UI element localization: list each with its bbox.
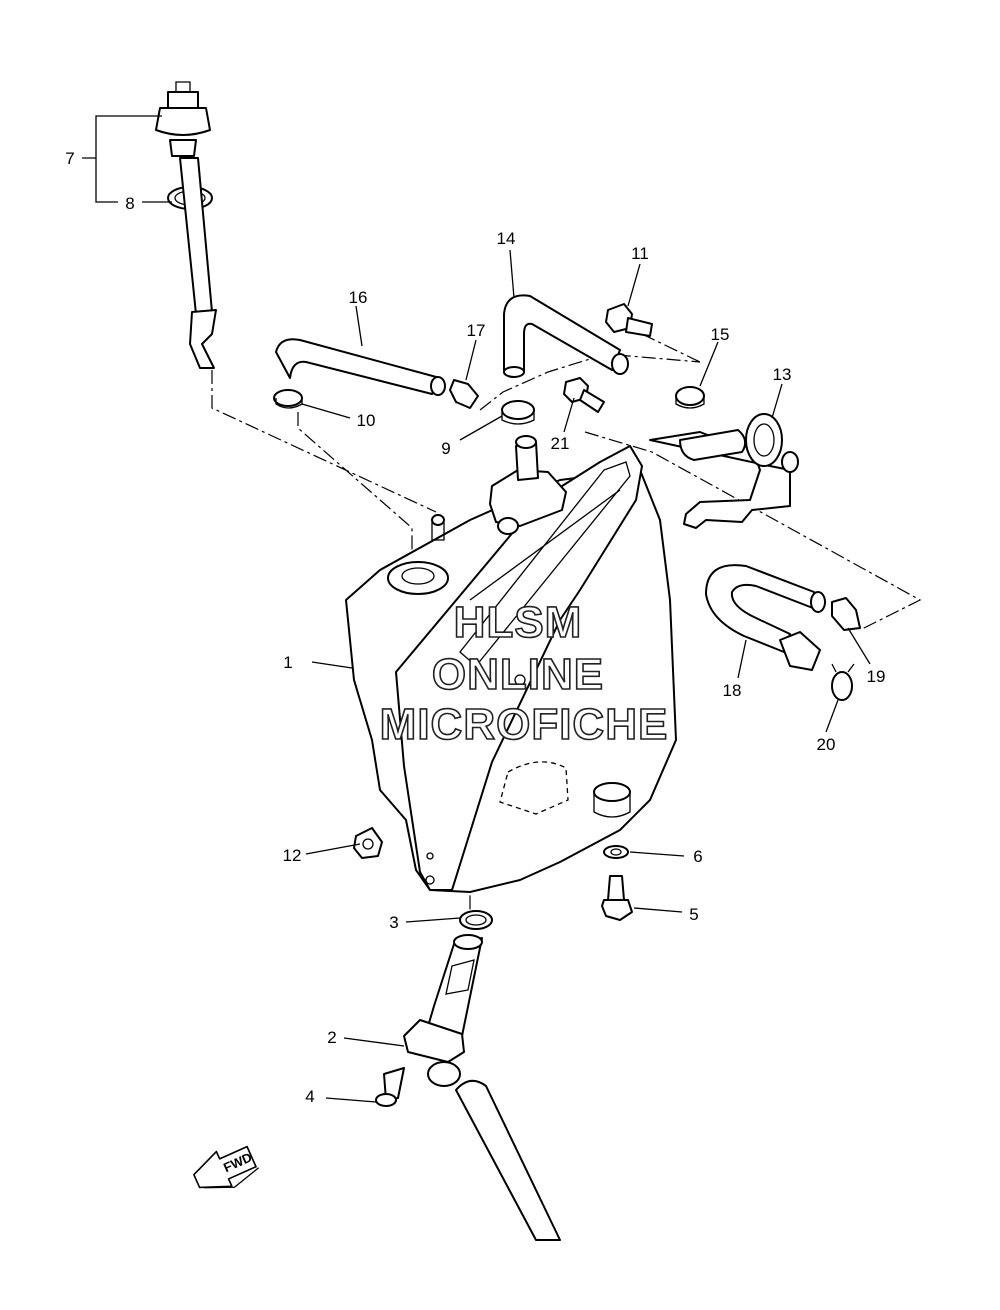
- callout-21: 21: [551, 434, 570, 453]
- watermark-line-2: ONLINE: [432, 650, 604, 699]
- watermark-line-1: HLSM: [454, 598, 583, 647]
- callout-2: 2: [327, 1028, 336, 1047]
- callout-1: 1: [283, 653, 292, 672]
- drain-hose-18: [705, 564, 861, 701]
- callout-6: 6: [693, 847, 702, 866]
- callout-20: 20: [817, 735, 836, 754]
- bolt-21: [563, 377, 605, 413]
- callout-19: 19: [867, 667, 886, 686]
- bolt-11: [605, 303, 653, 337]
- callout-15: 15: [711, 325, 730, 344]
- level-sender: [155, 81, 217, 369]
- callout-12: 12: [283, 846, 302, 865]
- callout-4: 4: [305, 1087, 314, 1106]
- watermark-line-3: MICROFICHE: [380, 700, 669, 749]
- fwd-arrow-icon: FWD: [193, 1145, 260, 1189]
- callout-11: 11: [631, 244, 649, 263]
- callout-9: 9: [441, 439, 450, 458]
- callout-10: 10: [357, 411, 376, 430]
- callout-16: 16: [349, 288, 368, 307]
- callout-7: 7: [65, 149, 74, 168]
- callout-3: 3: [389, 913, 398, 932]
- callout-8: 8: [125, 194, 134, 213]
- callout-14: 14: [497, 229, 516, 248]
- breather-hose-14: [503, 294, 629, 378]
- oil-tank: [345, 435, 677, 893]
- callout-13: 13: [773, 365, 792, 384]
- callout-5: 5: [689, 905, 698, 924]
- hose-clips: [449, 379, 535, 425]
- drain-bolt: [601, 845, 633, 921]
- leader-lines: [82, 115, 871, 1103]
- strainer-assembly: [375, 910, 561, 1241]
- watermark: HLSM ONLINE MICROFICHE: [379, 597, 669, 750]
- grommet-12: [353, 827, 383, 859]
- callout-17: 17: [467, 321, 486, 340]
- breather-hose-16: [273, 338, 446, 409]
- callout-labels: 1 2 3 4 5 6 7 8 9 10 11 12 13 14 15 16 1…: [65, 149, 885, 1106]
- callout-18: 18: [723, 681, 742, 700]
- valve-assembly-13: [649, 386, 799, 529]
